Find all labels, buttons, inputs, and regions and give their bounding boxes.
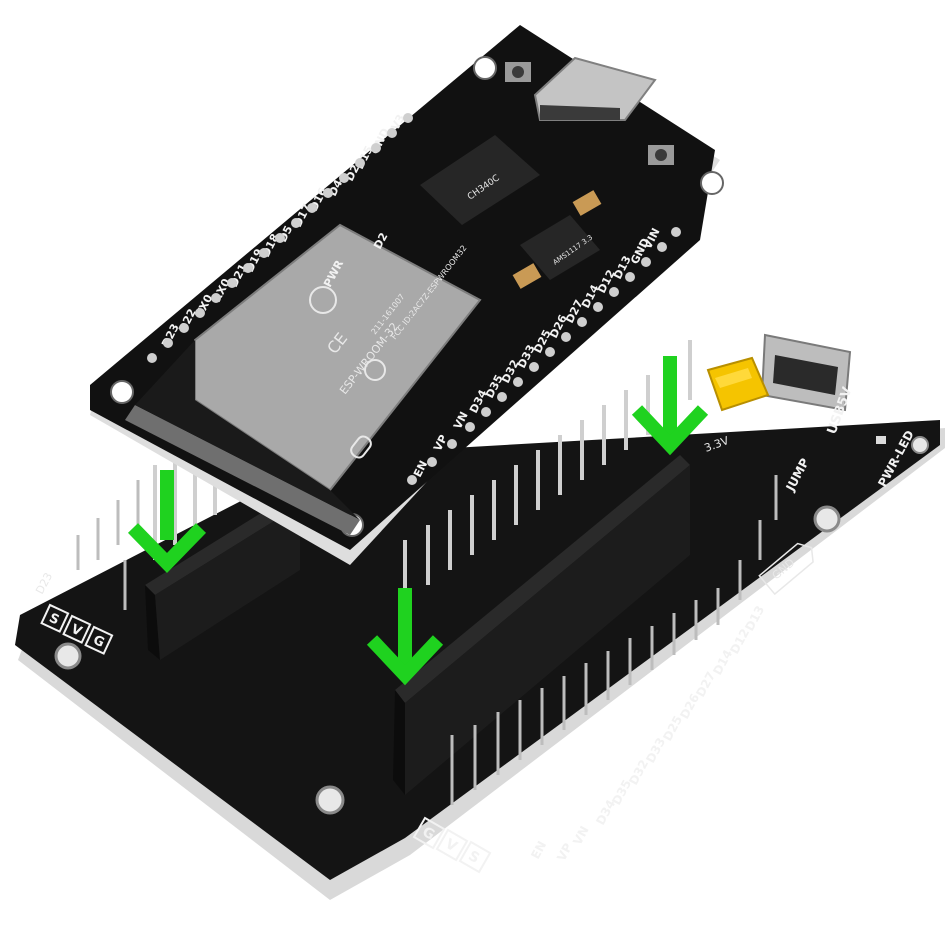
esp32-dev-board: ESP-WROOM-32 FCC ID:2AC7Z-ESPWROOM32 211… (90, 25, 724, 600)
svg-text:D23: D23 (33, 570, 55, 596)
svg-text:EN: EN (528, 839, 549, 862)
mounting-hole (700, 171, 724, 195)
ch340c-chip: CH340C (420, 135, 540, 225)
arrow-left-icon (127, 470, 207, 574)
svg-text:V: V (442, 836, 460, 855)
left-male-pin-headers (76, 480, 140, 610)
tantalum-capacitor (512, 263, 542, 289)
dev-board-usb-c-port[interactable] (533, 56, 657, 121)
en-button[interactable] (648, 145, 674, 165)
fc-mark-icon (364, 359, 386, 381)
arrow-right-icon (631, 356, 709, 456)
esp-wroom-32-module: ESP-WROOM-32 FCC ID:2AC7Z-ESPWROOM32 211… (125, 223, 482, 535)
right-male-pin-headers (450, 475, 778, 805)
svg-text:VP: VP (554, 841, 575, 864)
left-female-header (145, 495, 300, 660)
right-header-pin-heads (407, 227, 681, 485)
mounting-hole (911, 436, 929, 454)
espressif-logo-icon (309, 286, 337, 314)
expansion-shield: USB5V PWR-LED JUMP 3.3V GND D13 D12 D14 … (15, 333, 945, 900)
mounting-hole (110, 380, 134, 404)
left-header-pin-heads (147, 113, 413, 363)
power-led (876, 436, 886, 444)
arrow-center-icon (366, 588, 444, 686)
mounting-hole (813, 505, 841, 533)
bottom-gvs-header-labels: G V S (412, 816, 492, 874)
tantalum-capacitor (572, 190, 602, 216)
boot-button[interactable] (505, 62, 531, 82)
wifi-logo-icon (350, 435, 372, 459)
svg-text:D13: D13 (742, 603, 767, 633)
right-female-header (393, 455, 690, 795)
svg-text:S: S (465, 848, 482, 867)
mounting-hole (54, 642, 82, 670)
mounting-hole (473, 56, 497, 80)
svg-text:VN: VN (570, 824, 591, 848)
mounting-hole (315, 785, 345, 815)
power-jumper[interactable] (706, 356, 770, 412)
shield-usb-c-port[interactable] (760, 333, 852, 412)
